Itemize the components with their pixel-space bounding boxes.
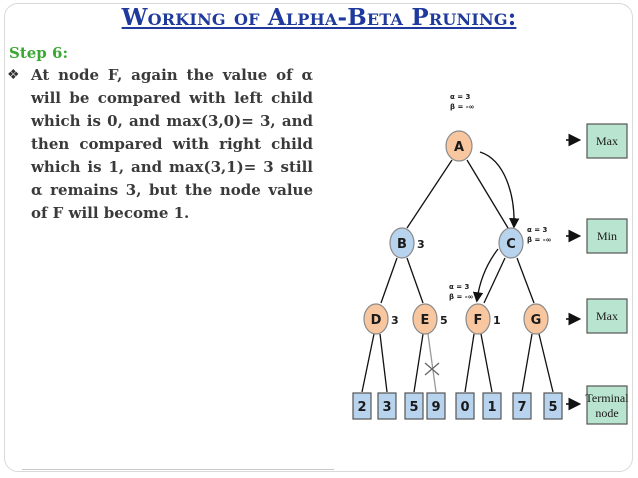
tree-nodes [363,130,549,335]
node-e-label: E [421,313,430,328]
slide-title: Working of Alpha-Beta Pruning: [121,4,517,31]
terminal-value-3: 5 [409,400,418,415]
arrow-a-to-c [479,151,520,229]
edge-d-2 [361,333,375,393]
terminal-box-2 [377,392,397,420]
level-arrows [566,133,582,411]
beta-c: β = -∞ [527,236,552,244]
node-a-label: A [454,140,464,155]
level-label-max: Max [596,134,618,148]
node-f-label: F [474,313,483,328]
terminal-box-8 [543,392,563,420]
beta-f: β = -∞ [449,293,474,301]
level-boxes [586,123,628,425]
prune-cross-icon [424,362,440,376]
diamond-bullet-icon: ❖ [7,67,20,83]
terminal-box-6 [482,392,502,420]
edge-e-9-pruned [427,333,437,393]
node-b [389,227,415,259]
arrow-c-to-f [472,248,499,303]
level-box-min [586,218,628,254]
edge-d-3 [379,333,388,393]
terminal-box-7 [512,392,532,420]
level-box-max [586,123,628,159]
tree-edges [361,159,554,393]
terminal-value-6: 1 [487,400,496,415]
terminal-value-2: 3 [382,400,391,415]
terminal-value-8: 5 [548,400,557,415]
node-c [498,227,524,259]
terminal-value-1: 2 [357,400,366,415]
alpha-c: α = 3 [527,226,548,234]
edge-f-0 [464,333,475,393]
edge-b-d [380,257,398,304]
node-d-value: 3 [391,314,399,327]
terminal-box-4 [426,392,446,420]
footer-divider [22,469,334,470]
edge-g-7 [521,333,533,393]
alpha-f: α = 3 [449,283,470,291]
edge-f-1 [480,333,493,393]
level-label-min: Min [597,229,617,243]
level-box-max-2 [586,298,628,334]
edge-a-c [466,159,509,229]
node-c-label: C [506,237,516,252]
node-a [445,130,473,162]
edge-g-5 [538,333,554,393]
level-label-max-2: Max [596,309,618,323]
terminal-value-7: 7 [517,400,526,415]
alpha-a: α = 3 [450,93,471,101]
terminal-value-5: 0 [460,400,469,415]
node-b-value: 3 [417,238,425,251]
node-b-label: B [397,237,407,252]
level-label-terminal-2: node [595,406,618,420]
node-e-value: 5 [440,314,448,327]
terminal-box-1 [352,392,372,420]
slide-frame [4,3,633,472]
step-label: Step 6: [9,44,68,62]
terminal-boxes [352,392,563,420]
edge-e-5 [413,333,424,393]
terminal-box-5 [455,392,475,420]
edge-c-f [483,257,506,304]
bullet-item: ❖ At node F, again the value of α will b… [7,64,313,225]
beta-a: β = -∞ [450,103,475,111]
terminal-value-4: 9 [431,400,440,415]
node-d-label: D [371,313,382,328]
node-f-value: 1 [493,314,501,327]
terminal-box-3 [404,392,424,420]
step-description: At node F, again the value of α will be … [31,66,313,222]
node-g [523,303,549,335]
level-box-terminal [586,385,628,425]
level-label-terminal: Terminal [585,391,629,405]
node-g-label: G [531,313,542,328]
edge-a-b [406,159,453,229]
edge-b-e [406,257,424,304]
edge-c-g [516,257,535,304]
node-f [465,303,491,335]
node-e [412,303,438,335]
node-d [363,303,389,335]
